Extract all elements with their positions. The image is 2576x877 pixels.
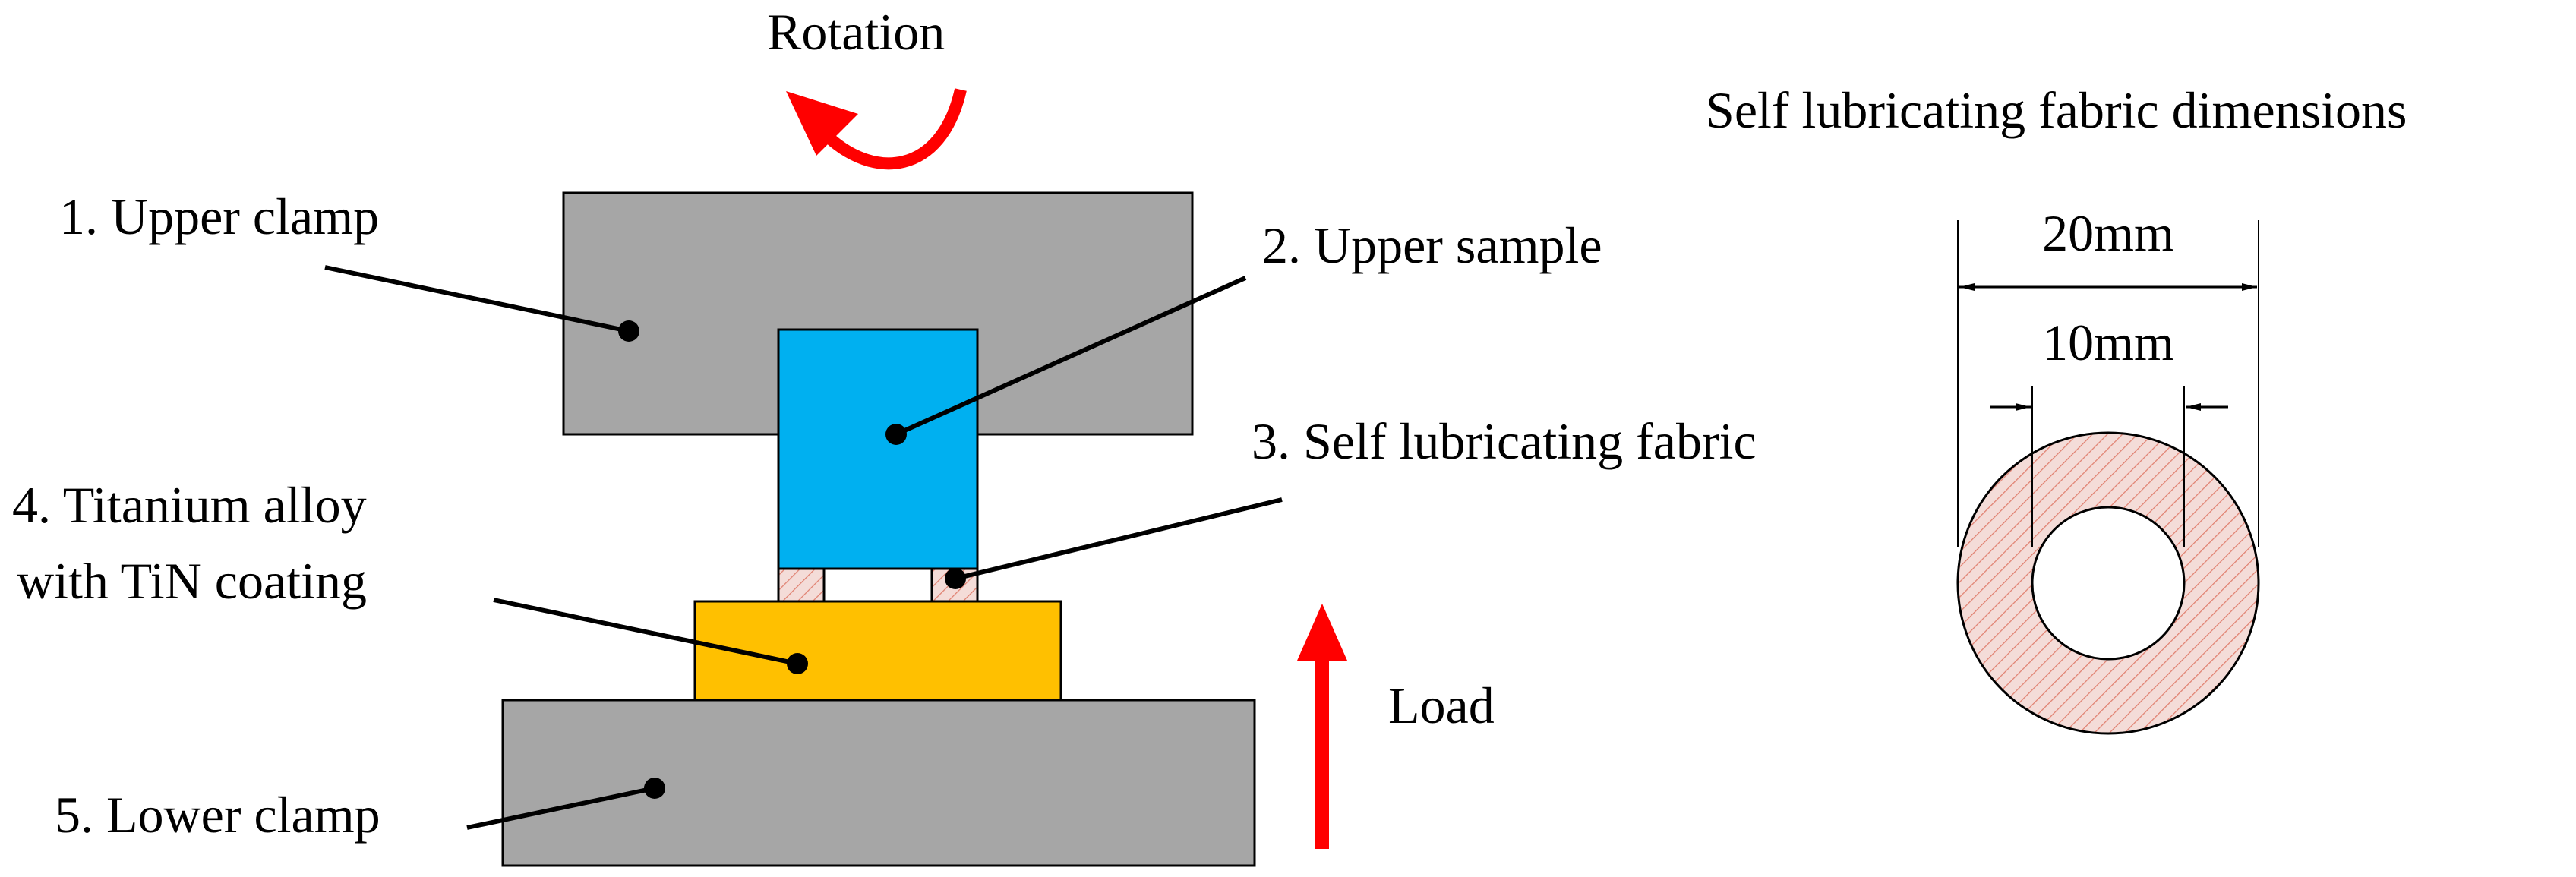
label-titanium-line2: with TiN coating — [17, 552, 367, 610]
leader-titanium — [493, 598, 798, 666]
leader-upper-clamp — [324, 265, 630, 333]
label-lower-clamp: 5. Lower clamp — [55, 786, 380, 844]
fabric-ring — [1956, 431, 2260, 735]
label-titanium-line1: 4. Titanium alloy — [12, 476, 367, 534]
upper-sample — [777, 328, 979, 570]
load-arrow — [1297, 604, 1347, 849]
lower-clamp — [501, 699, 1256, 867]
rotation-arrow — [786, 88, 967, 170]
label-upper-clamp: 1. Upper clamp — [59, 188, 379, 245]
dimension-inner-label: 10mm — [2042, 314, 2174, 371]
label-upper-sample: 2. Upper sample — [1262, 216, 1602, 274]
leader-lower-clamp — [466, 786, 655, 830]
leader-dot-titanium — [787, 653, 808, 674]
dimension-outer-label: 20mm — [2042, 204, 2174, 262]
leader-dot-fabric — [945, 568, 966, 589]
rotation-label: Rotation — [767, 3, 945, 61]
leader-upper-sample — [895, 276, 1247, 437]
leader-dot-upper-clamp — [618, 320, 639, 342]
leader-dot-upper-sample — [886, 424, 907, 445]
fabric-piece-left — [777, 567, 826, 603]
leader-fabric — [955, 497, 1283, 581]
load-label: Load — [1388, 677, 1495, 734]
dimensions-title: Self lubricating fabric dimensions — [1706, 81, 2407, 139]
label-fabric: 3. Self lubricating fabric — [1252, 412, 1757, 470]
leader-dot-lower-clamp — [644, 778, 665, 799]
titanium-alloy-block — [693, 600, 1062, 702]
